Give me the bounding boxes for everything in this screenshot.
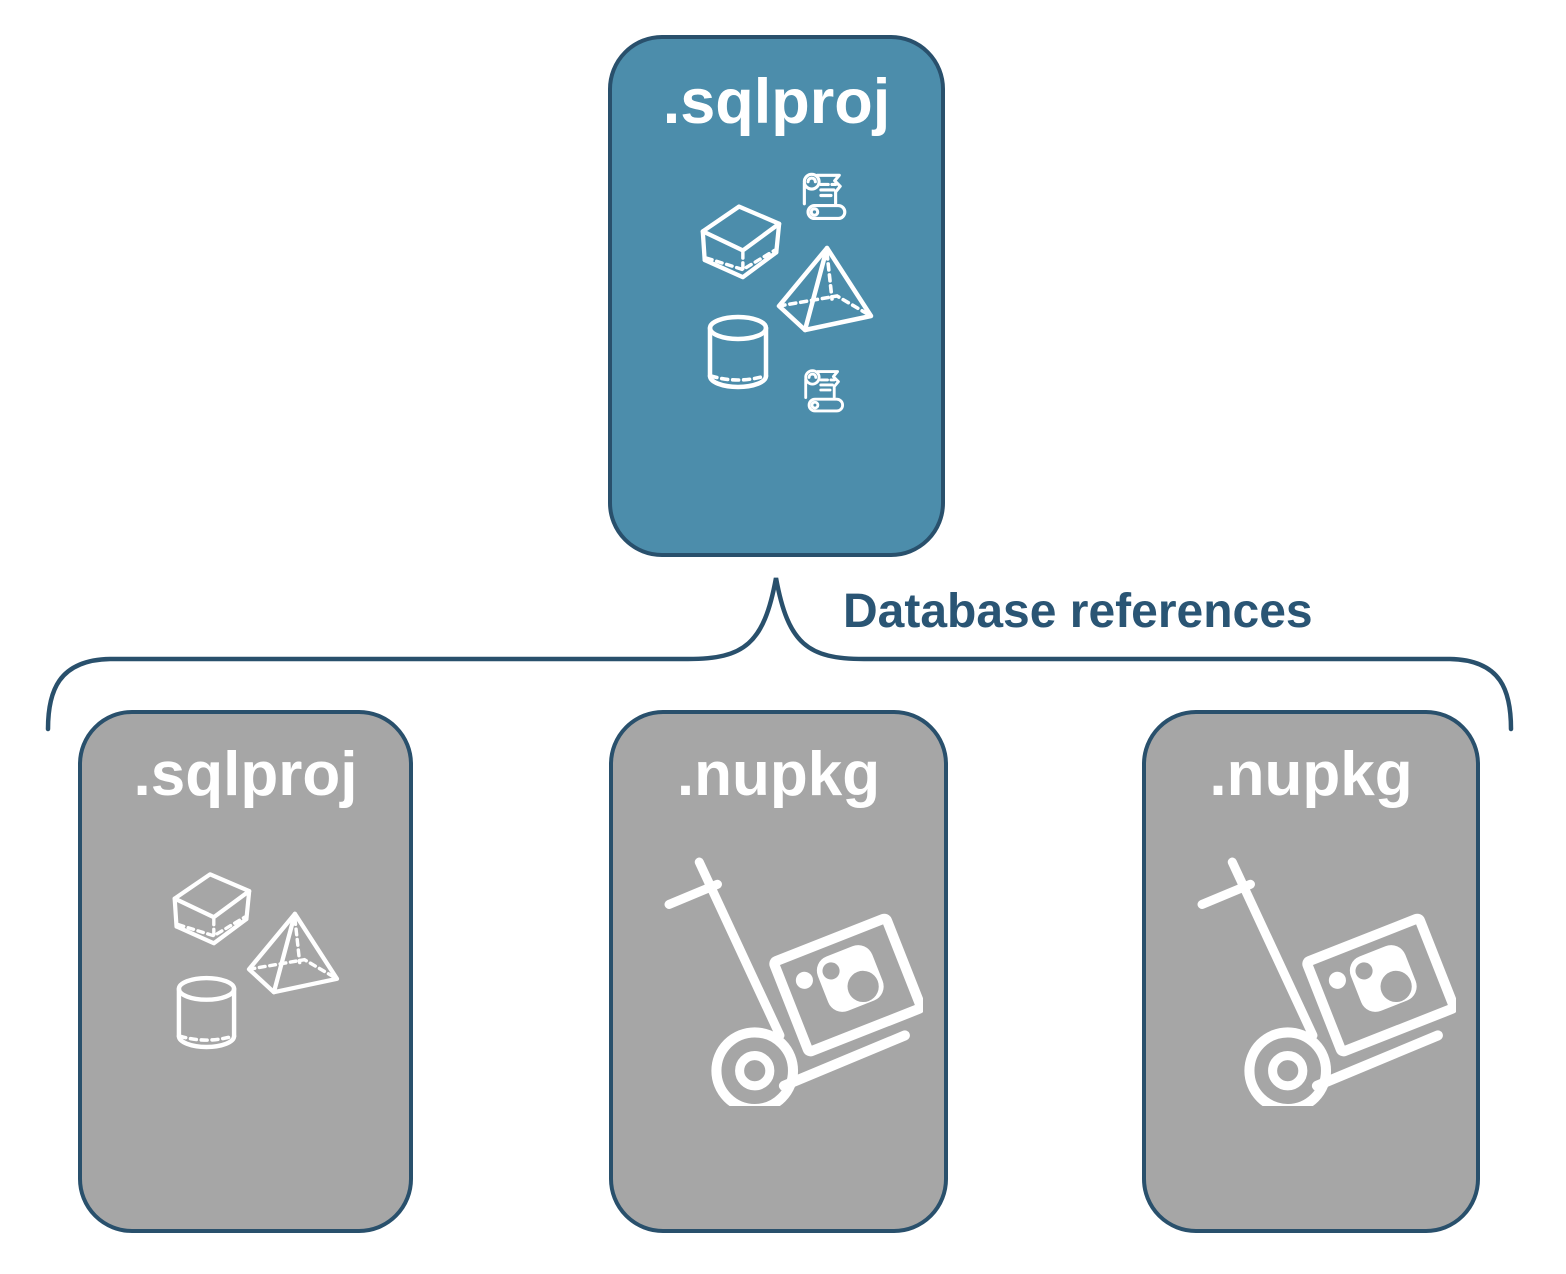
pyramid-icon — [774, 244, 876, 334]
cube-icon — [697, 197, 783, 281]
package-handtruck-icon — [1194, 854, 1456, 1106]
child-card-nupkg-2: .nupkg — [1142, 710, 1480, 1233]
script-scroll-icon — [799, 364, 851, 416]
root-card-sqlproj: .sqlproj — [608, 35, 945, 557]
connector-label: Database references — [843, 585, 1313, 638]
cube-icon — [169, 865, 253, 947]
child-card-sqlproj: .sqlproj — [78, 710, 413, 1233]
child-card-title: .nupkg — [676, 740, 881, 809]
child-card-nupkg-1: .nupkg — [609, 710, 948, 1233]
root-card-title: .sqlproj — [662, 67, 891, 137]
pyramid-icon — [244, 910, 342, 996]
cylinder-icon — [705, 314, 771, 392]
script-scroll-icon — [797, 167, 854, 224]
package-handtruck-icon — [661, 854, 923, 1106]
cylinder-icon — [174, 975, 239, 1052]
child-card-title: .nupkg — [1209, 740, 1413, 809]
child-card-title: .sqlproj — [133, 740, 358, 809]
